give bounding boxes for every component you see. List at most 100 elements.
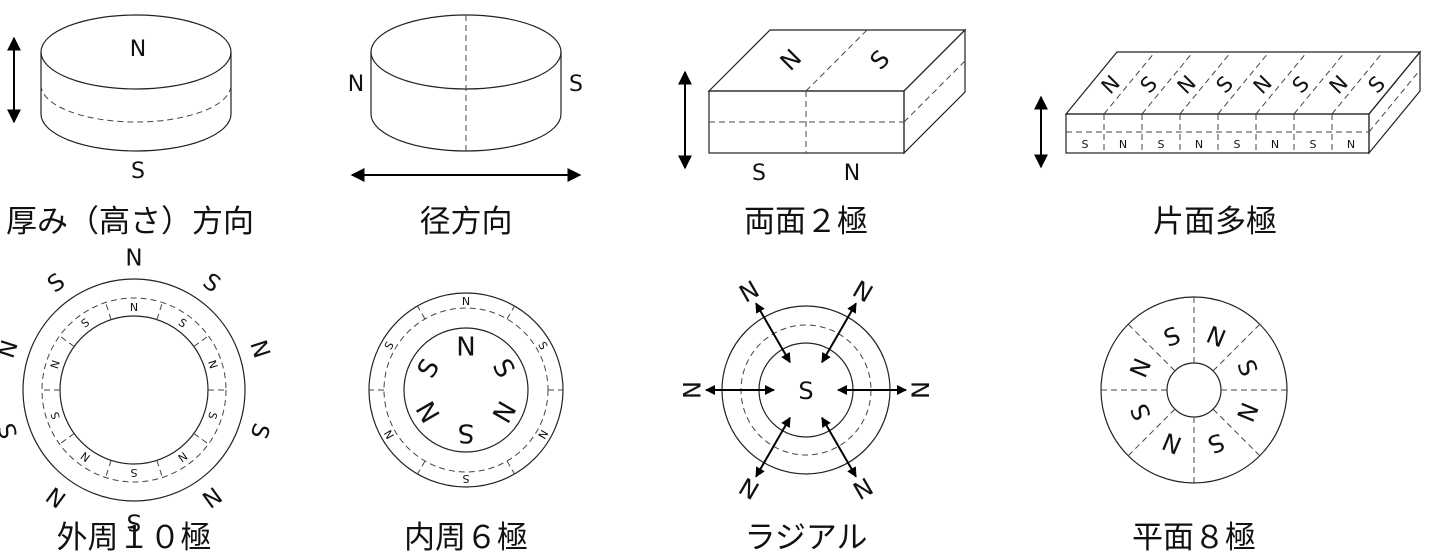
pole-label-south: S	[569, 72, 583, 97]
pole-label-north: N	[462, 295, 470, 308]
pole-label-north: N	[130, 301, 138, 314]
pole-label-north: N	[1125, 354, 1158, 381]
pole-label-south: S	[752, 161, 766, 186]
pole-label-south: S	[198, 269, 225, 299]
pole-label-north: N	[735, 471, 765, 504]
pole-boundary	[417, 305, 426, 320]
pole-boundary	[193, 335, 209, 347]
plate-body	[1064, 50, 1422, 155]
pole-label-north: N	[485, 395, 521, 427]
pole-label-north: N	[197, 481, 226, 512]
radial-arrow	[821, 302, 857, 364]
pole-label-north: N	[382, 427, 397, 441]
pole-label-north: N	[1158, 427, 1185, 460]
pole-label-north: N	[48, 359, 63, 371]
caption-two-sided-two-pole: 両面２極	[744, 204, 868, 240]
pole-boundary	[156, 460, 163, 478]
pole-label-south: S	[458, 418, 475, 448]
block-two-pole-figure: N S S N	[678, 28, 967, 186]
pole-label-south: S	[0, 420, 23, 442]
pole-label-south: S	[486, 354, 520, 383]
cylinder-diametral-figure: N S	[348, 14, 583, 182]
cylinder-body	[40, 14, 232, 152]
pole-label-south: S	[865, 45, 896, 76]
pole-label-south: S	[1234, 138, 1241, 151]
pole-label-south: S	[462, 472, 469, 485]
pole-boundary	[59, 335, 75, 347]
pole-label-south: S	[131, 159, 145, 184]
pole-label-north: N	[348, 72, 364, 97]
pole-label-north: N	[1347, 138, 1355, 151]
pole-boundary	[1127, 323, 1176, 372]
plate-multi-pole-figure: N S N S N S N S S N S N S N S N	[1034, 50, 1422, 169]
pole-label-north: N	[205, 359, 220, 371]
pole-label-south: S	[245, 420, 274, 442]
pole-label-south: S	[412, 354, 446, 383]
block-body	[707, 28, 967, 155]
pole-label-north: N	[848, 275, 878, 308]
pole-label-north: N	[1231, 398, 1264, 425]
pole-label-north: N	[411, 395, 447, 427]
pole-label-south: S	[205, 410, 220, 421]
pole-label-south: S	[1231, 356, 1263, 381]
pole-label-south: S	[1082, 138, 1089, 151]
pole-label-south: S	[1125, 400, 1157, 425]
pole-label-north: N	[735, 275, 765, 308]
pole-label-south: S	[79, 316, 92, 331]
pole-label-north: N	[844, 161, 860, 186]
radial-arrow	[821, 416, 857, 478]
pole-boundary	[105, 302, 112, 320]
caption-radial: ラジアル	[744, 520, 867, 552]
radial-arrow	[755, 416, 791, 478]
pole-boundary	[506, 460, 515, 475]
pole-label-north: N	[175, 449, 189, 464]
caption-outer-10-pole: 外周１０極	[57, 520, 212, 552]
pole-boundary	[1212, 408, 1261, 457]
ring-radial-figure: S N N N N N N	[679, 275, 934, 504]
caption-diametral: 径方向	[420, 204, 513, 240]
pole-label-north: N	[125, 245, 142, 271]
caption-flat-8-pole: 平面８極	[1132, 520, 1256, 552]
caption-thickness: 厚み（高さ）方向	[6, 204, 254, 240]
pole-label-north: N	[905, 381, 933, 399]
cylinder-body	[370, 14, 562, 152]
pole-label-north: N	[456, 332, 475, 362]
pole-label-south: S	[130, 466, 137, 479]
side-pole-labels: S N S N S N S N	[1082, 138, 1356, 151]
pole-boundary	[417, 460, 426, 475]
caption-inner-6-pole: 内周６極	[404, 520, 528, 552]
pole-label-north: N	[78, 449, 92, 464]
pole-boundary	[59, 433, 75, 445]
pole-label-north: N	[679, 381, 707, 399]
pole-label-north: N	[1195, 138, 1203, 151]
pole-label-south: S	[1160, 321, 1185, 353]
pole-label-south: S	[176, 316, 189, 331]
pole-label-north: N	[848, 471, 878, 504]
pole-label-north: N	[244, 337, 274, 361]
pole-label-north: N	[42, 481, 71, 512]
top-pole-labels: N S N S N S N S	[1097, 71, 1390, 99]
pole-label-south: S	[43, 269, 70, 299]
pole-label-north: N	[1119, 138, 1127, 151]
pole-label-south: S	[798, 377, 813, 405]
pole-label-north: N	[0, 337, 24, 361]
pole-boundary	[506, 305, 515, 320]
pole-label-south: S	[127, 509, 142, 535]
pole-boundary	[156, 302, 163, 320]
pole-boundary	[105, 460, 112, 478]
pole-label-south: S	[382, 339, 397, 352]
pole-label-north: N	[130, 37, 146, 62]
pole-label-north: N	[1202, 321, 1229, 354]
pole-boundary	[1212, 323, 1261, 372]
pole-label-north: N	[1271, 138, 1279, 151]
pole-label-south: S	[1310, 138, 1317, 151]
pole-label-south: S	[1158, 138, 1165, 151]
pole-label-north: N	[535, 427, 550, 441]
pole-label-north: N	[775, 44, 807, 76]
caption-one-sided-multi-pole: 片面多極	[1153, 204, 1277, 240]
pole-label-south: S	[1204, 427, 1229, 459]
